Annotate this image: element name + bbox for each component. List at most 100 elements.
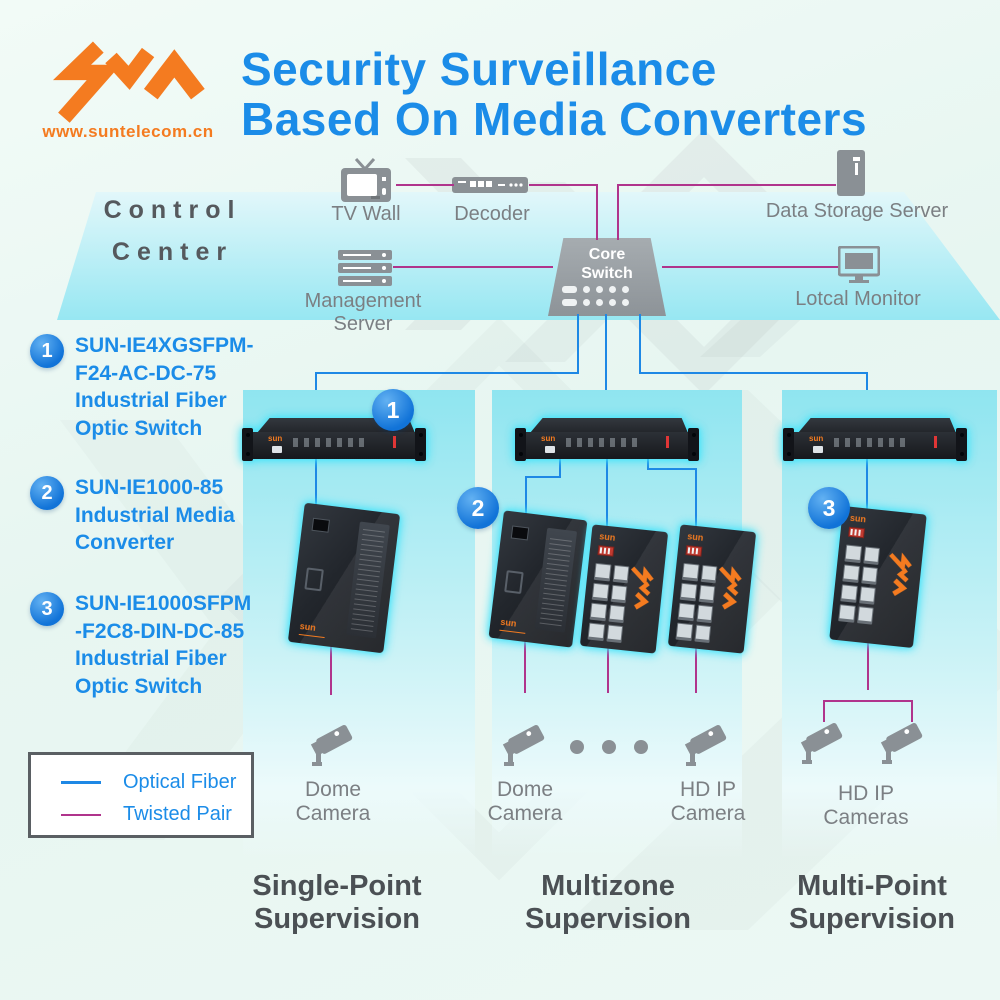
product-line: Industrial Fiber — [75, 389, 227, 412]
camera-label-line1: Dome — [304, 778, 362, 801]
sun-mini-logo: sun — [499, 616, 518, 629]
sun-logo-side — [626, 562, 657, 610]
rj45-port — [677, 602, 695, 622]
sun-mini-logo: sun — [541, 434, 556, 443]
optical-fiber-line — [647, 458, 649, 470]
product-line: SUN-IE1000-85 — [75, 476, 224, 499]
control-center-label-line1: Control — [103, 196, 242, 224]
twisted-pair-line — [524, 640, 526, 693]
rack-top-face — [798, 418, 956, 433]
twisted-pair-line — [330, 645, 332, 695]
section-title-single-point: Single-Point Supervision — [207, 870, 467, 936]
list-badge-3: 3 — [30, 592, 64, 626]
local-monitor-icon — [838, 246, 880, 283]
twisted-pair-splitter — [823, 700, 913, 702]
optical-fiber-line — [605, 314, 607, 438]
section-title-line1: Multizone — [541, 870, 675, 902]
management-server-label-line1: Management — [304, 290, 422, 312]
twisted-pair-line — [529, 184, 597, 186]
twisted-pair-line — [662, 266, 838, 268]
product-line: Industrial Media — [75, 503, 235, 527]
sun-mini-logo: sun — [268, 434, 283, 443]
rj45-port — [545, 446, 555, 453]
twisted-pair-line — [617, 184, 836, 186]
camera-label-line1: HD IP — [679, 778, 736, 801]
camera-label: Dome Camera — [445, 778, 605, 826]
data-storage-server-icon — [837, 150, 865, 196]
optical-fiber-line — [639, 314, 641, 373]
website-url: www.suntelecom.cn — [42, 122, 214, 141]
dip-switch — [685, 545, 703, 557]
page-title-line1: Security Surveillance — [241, 43, 717, 95]
section-title-line1: Single-Point — [252, 870, 422, 902]
section-title-line2: Supervision — [254, 903, 420, 935]
camera-label-line2: Camera — [295, 802, 371, 825]
rj45-port — [610, 584, 628, 604]
rj45-port — [860, 566, 878, 585]
list-badge-1: 1 — [30, 334, 64, 368]
sun-mini-logo: sun — [299, 621, 317, 633]
rj45-port — [700, 564, 718, 584]
optical-fiber-line — [647, 468, 697, 470]
core-switch-ports-row — [562, 299, 629, 306]
media-converter-device: sun — [287, 502, 401, 654]
control-center-label-line2: Center — [111, 238, 234, 266]
twisted-pair-line — [607, 646, 609, 693]
hd-ip-camera-icon — [684, 725, 727, 766]
management-server-icon — [338, 250, 392, 286]
legend-optical-label: Optical Fiber — [123, 771, 237, 793]
rack-ear — [956, 428, 967, 461]
product-line: SUN-IE1000SFPM — [75, 592, 252, 615]
optical-fiber-line — [606, 458, 608, 534]
rj45-port — [272, 446, 282, 453]
legend-box: Optical Fiber Twisted Pair — [28, 752, 254, 838]
rj45-port — [587, 622, 605, 642]
din-fiber-switch-device: sun — [667, 524, 757, 654]
rack-fiber-switch-1: sun — [242, 418, 426, 462]
twisted-pair-swatch — [61, 813, 101, 816]
product-item-2: SUN-IE1000-85 Industrial Media Converter — [75, 474, 235, 557]
camera-label: HD IP Cameras — [786, 782, 946, 830]
rj45-port — [591, 582, 609, 602]
dome-camera-icon — [310, 725, 353, 766]
camera-label-line1: Dome — [496, 778, 554, 801]
rj45-port — [608, 604, 626, 624]
core-switch-label-line2: Switch — [581, 265, 633, 282]
power-led — [666, 436, 669, 448]
camera-label-line2: Cameras — [823, 806, 909, 829]
optical-fiber-swatch — [61, 781, 101, 784]
decoder-label: Decoder — [454, 203, 530, 225]
twisted-pair-line — [396, 184, 454, 186]
legend-row-twisted: Twisted Pair — [31, 803, 251, 826]
product-item-1: SUN-IE4XGSFPM- F24-AC-DC-75 Industrial F… — [75, 332, 254, 442]
ellipsis-dot — [602, 740, 616, 754]
camera-label-line2: Camera — [487, 802, 563, 825]
sfp-port — [311, 517, 330, 533]
optical-fiber-line — [315, 458, 317, 518]
din-fiber-switch-device: sun — [579, 524, 669, 654]
rack-ear — [688, 428, 699, 461]
rj45-port — [612, 564, 630, 584]
sun-logo-side — [714, 562, 745, 610]
din-fiber-switch-device: sun — [829, 505, 927, 649]
product-line: SUN-IE4XGSFPM- — [75, 334, 254, 357]
list-badge-2: 2 — [30, 476, 64, 510]
sfp-port-row — [293, 438, 367, 447]
optical-fiber-line — [866, 458, 868, 520]
twisted-pair-line — [867, 640, 869, 690]
rj45-port — [605, 624, 624, 644]
rack-ear — [515, 428, 526, 461]
core-switch-label-line1: Core — [588, 246, 626, 263]
rj45-port — [858, 586, 876, 605]
optical-fiber-line — [577, 314, 579, 373]
rj45-port — [593, 562, 611, 582]
twisted-pair-line — [695, 646, 697, 693]
diagram-badge-3: 3 — [808, 487, 850, 529]
product-line: Optic Switch — [75, 416, 203, 440]
section-title-multi-point: Multi-Point Supervision — [742, 870, 1000, 936]
ellipsis-dot — [634, 740, 648, 754]
rj45-port — [844, 544, 862, 564]
legend-twisted-label: Twisted Pair — [123, 803, 232, 825]
diagram-badge-2: 2 — [457, 487, 499, 529]
rj45-port — [693, 624, 712, 644]
